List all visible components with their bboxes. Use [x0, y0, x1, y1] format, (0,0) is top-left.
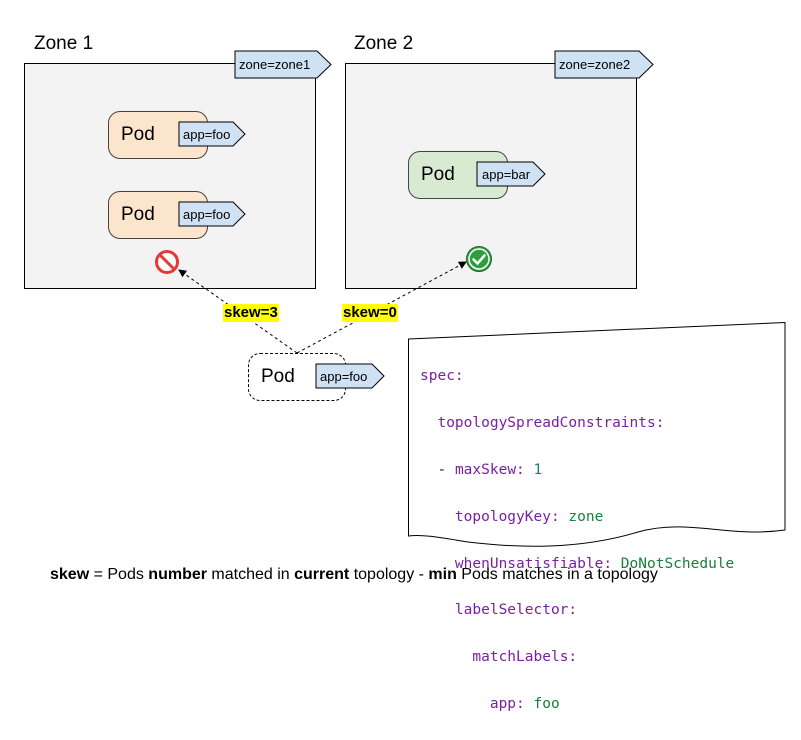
- zone1-pod-1-tag: app=foo: [178, 121, 246, 147]
- tag-label: app=foo: [320, 369, 367, 384]
- tag-label: app=foo: [183, 207, 230, 222]
- code-line-spec: spec:: [420, 368, 464, 385]
- not-allowed-icon: [155, 250, 179, 274]
- zone1-tag-label: zone=zone1: [239, 57, 310, 72]
- code-line-whenunsatisfiable: whenUnsatisfiable: DoNotSchedule: [454, 555, 735, 572]
- pod-label: Pod: [121, 204, 155, 225]
- tag-label: app=bar: [482, 167, 531, 182]
- code-line-labelselector: labelSelector:: [454, 602, 578, 619]
- code-line-app: app: foo: [489, 696, 560, 713]
- tag-label: app=foo: [183, 127, 230, 142]
- incoming-pod-tag: app=foo: [315, 363, 385, 389]
- check-icon: [466, 246, 492, 272]
- zone2-tag: zone=zone2: [554, 50, 654, 79]
- zone2-title: Zone 2: [354, 33, 414, 54]
- skew-label-zone2: skew=0: [342, 304, 398, 322]
- pod-label: Pod: [421, 164, 455, 185]
- code-line-maxskew: - maxSkew: 1: [437, 462, 543, 479]
- pod-label: Pod: [121, 124, 155, 145]
- zone2-pod-1-tag: app=bar: [476, 161, 546, 187]
- skew-label-zone1: skew=3: [223, 304, 279, 322]
- zone1-pod-1: Pod: [108, 111, 208, 159]
- zone1-title: Zone 1: [34, 33, 94, 54]
- zone1-pod-2-tag: app=foo: [178, 201, 246, 227]
- spec-code: spec: topologySpreadConstraints: - maxSk…: [420, 342, 734, 740]
- skew-formula: skew = Pods number matched in current to…: [50, 566, 658, 583]
- spec-document: [408, 322, 786, 547]
- pod-label: Pod: [261, 366, 295, 387]
- code-line-topologykey: topologyKey: zone: [454, 508, 604, 525]
- code-line-matchlabels: matchLabels:: [472, 649, 578, 666]
- zone1-tag: zone=zone1: [234, 50, 332, 79]
- code-line-tsc: topologySpreadConstraints:: [437, 415, 665, 432]
- zone2-tag-label: zone=zone2: [559, 57, 630, 72]
